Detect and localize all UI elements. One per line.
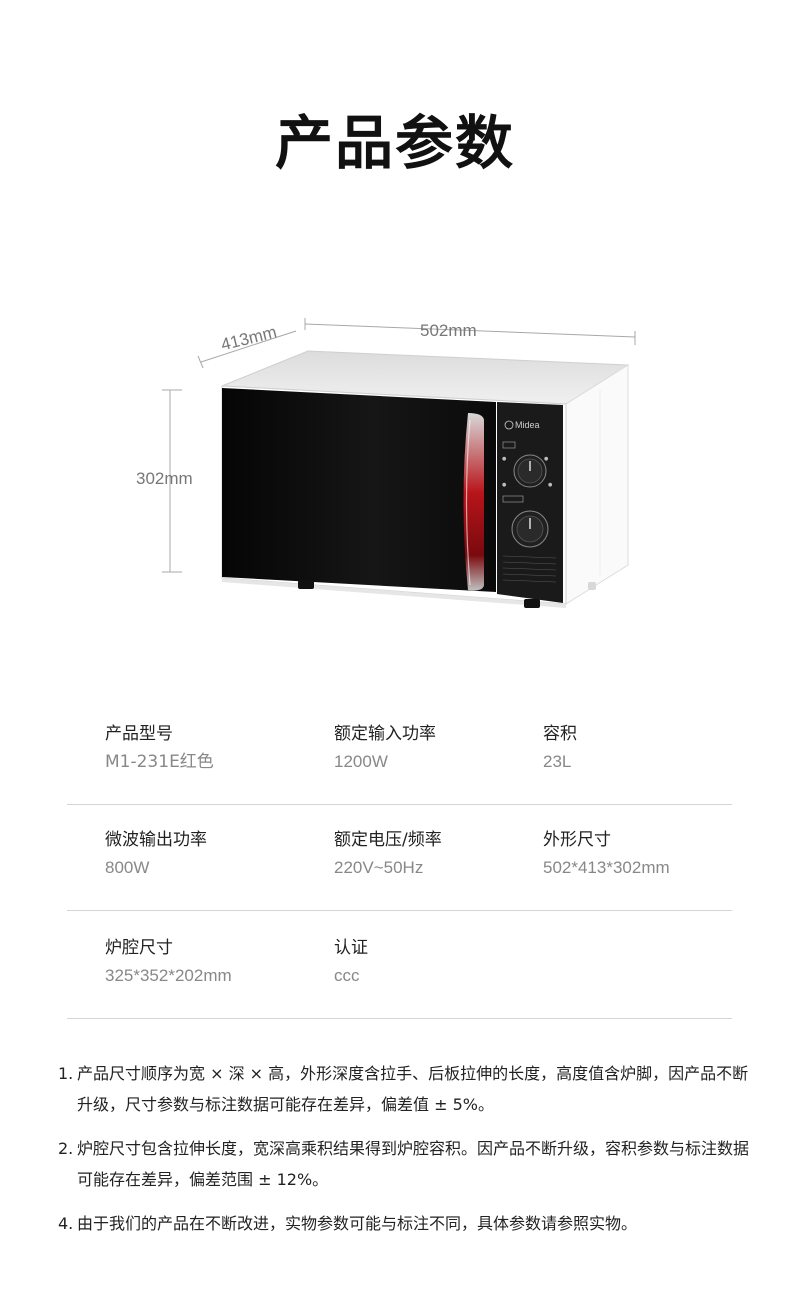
spec-row: 产品型号 M1-231E红色 额定输入功率 1200W 容积 23L [67, 700, 732, 805]
svg-text:●: ● [502, 482, 507, 488]
width-dimension-label: 502mm [420, 321, 477, 340]
spec-value: 220V~50Hz [334, 858, 424, 877]
spec-label: 额定输入功率 [334, 724, 436, 744]
note-text: 由于我们的产品在不断改进，实物参数可能与标注不同，具体参数请参照实物。 [77, 1214, 638, 1233]
brand-logo: Midea [515, 420, 540, 430]
spec-value: 502*413*302mm [543, 858, 670, 877]
spec-cavity-size: 炉腔尺寸 325*352*202mm [105, 936, 232, 988]
spec-value: 1200W [334, 752, 388, 771]
spec-label: 认证 [334, 938, 368, 958]
timer-knob [511, 510, 549, 548]
note-number: 4. [58, 1214, 74, 1233]
microwave-door [222, 388, 496, 592]
svg-text:●: ● [544, 456, 549, 462]
spec-label: 微波输出功率 [105, 830, 207, 850]
notes-list: 1. 产品尺寸顺序为宽 × 深 × 高，外形深度含拉手、后板拉伸的长度，高度值含… [58, 1058, 758, 1252]
spec-value: 23L [543, 752, 572, 771]
microwave-side [565, 364, 629, 605]
spec-input-power: 额定输入功率 1200W [334, 722, 436, 774]
front-foot-left [298, 580, 314, 589]
power-knob [513, 454, 547, 488]
spec-model: 产品型号 M1-231E红色 [105, 722, 214, 774]
spec-row: 微波输出功率 800W 额定电压/频率 220V~50Hz 外形尺寸 502*4… [67, 806, 732, 911]
spec-capacity: 容积 23L [543, 722, 577, 774]
spec-label: 外形尺寸 [543, 830, 611, 850]
control-panel [497, 402, 563, 603]
spec-certification: 认证 ccc [334, 936, 368, 988]
note-number: 2. [58, 1139, 74, 1158]
svg-text:●: ● [548, 482, 553, 488]
height-dimension-label: 302mm [136, 469, 193, 488]
note-item: 2. 炉腔尺寸包含拉伸长度，宽深高乘积结果得到炉腔容积。因产品不断升级，容积参数… [58, 1133, 758, 1195]
note-text: 产品尺寸顺序为宽 × 深 × 高，外形深度含拉手、后板拉伸的长度，高度值含炉脚，… [77, 1064, 749, 1114]
spec-value: M1-231E红色 [105, 752, 214, 772]
door-handle [463, 413, 484, 591]
svg-text:●: ● [502, 456, 507, 462]
spec-label: 额定电压/频率 [334, 830, 442, 850]
note-item: 1. 产品尺寸顺序为宽 × 深 × 高，外形深度含拉手、后板拉伸的长度，高度值含… [58, 1058, 758, 1120]
spec-value: 800W [105, 858, 150, 877]
dimension-lines [162, 318, 636, 573]
note-item: 4. 由于我们的产品在不断改进，实物参数可能与标注不同，具体参数请参照实物。 [58, 1208, 758, 1239]
spec-voltage-frequency: 额定电压/频率 220V~50Hz [334, 828, 442, 880]
microwave-image: Midea ● ● ● ● [162, 318, 636, 608]
spec-label: 炉腔尺寸 [105, 938, 173, 958]
spec-label: 容积 [543, 724, 577, 744]
front-foot-right [524, 599, 540, 608]
spec-row: 炉腔尺寸 325*352*202mm 认证 ccc [67, 914, 732, 1019]
spec-label: 产品型号 [105, 724, 173, 744]
spec-output-power: 微波输出功率 800W [105, 828, 207, 880]
page-title: 产品参数 [274, 109, 515, 177]
spec-value: ccc [334, 966, 360, 985]
spec-outer-size: 外形尺寸 502*413*302mm [543, 828, 670, 880]
spec-value: 325*352*202mm [105, 966, 232, 985]
note-number: 1. [58, 1064, 74, 1083]
note-text: 炉腔尺寸包含拉伸长度，宽深高乘积结果得到炉腔容积。因产品不断升级，容积参数与标注… [77, 1139, 750, 1189]
